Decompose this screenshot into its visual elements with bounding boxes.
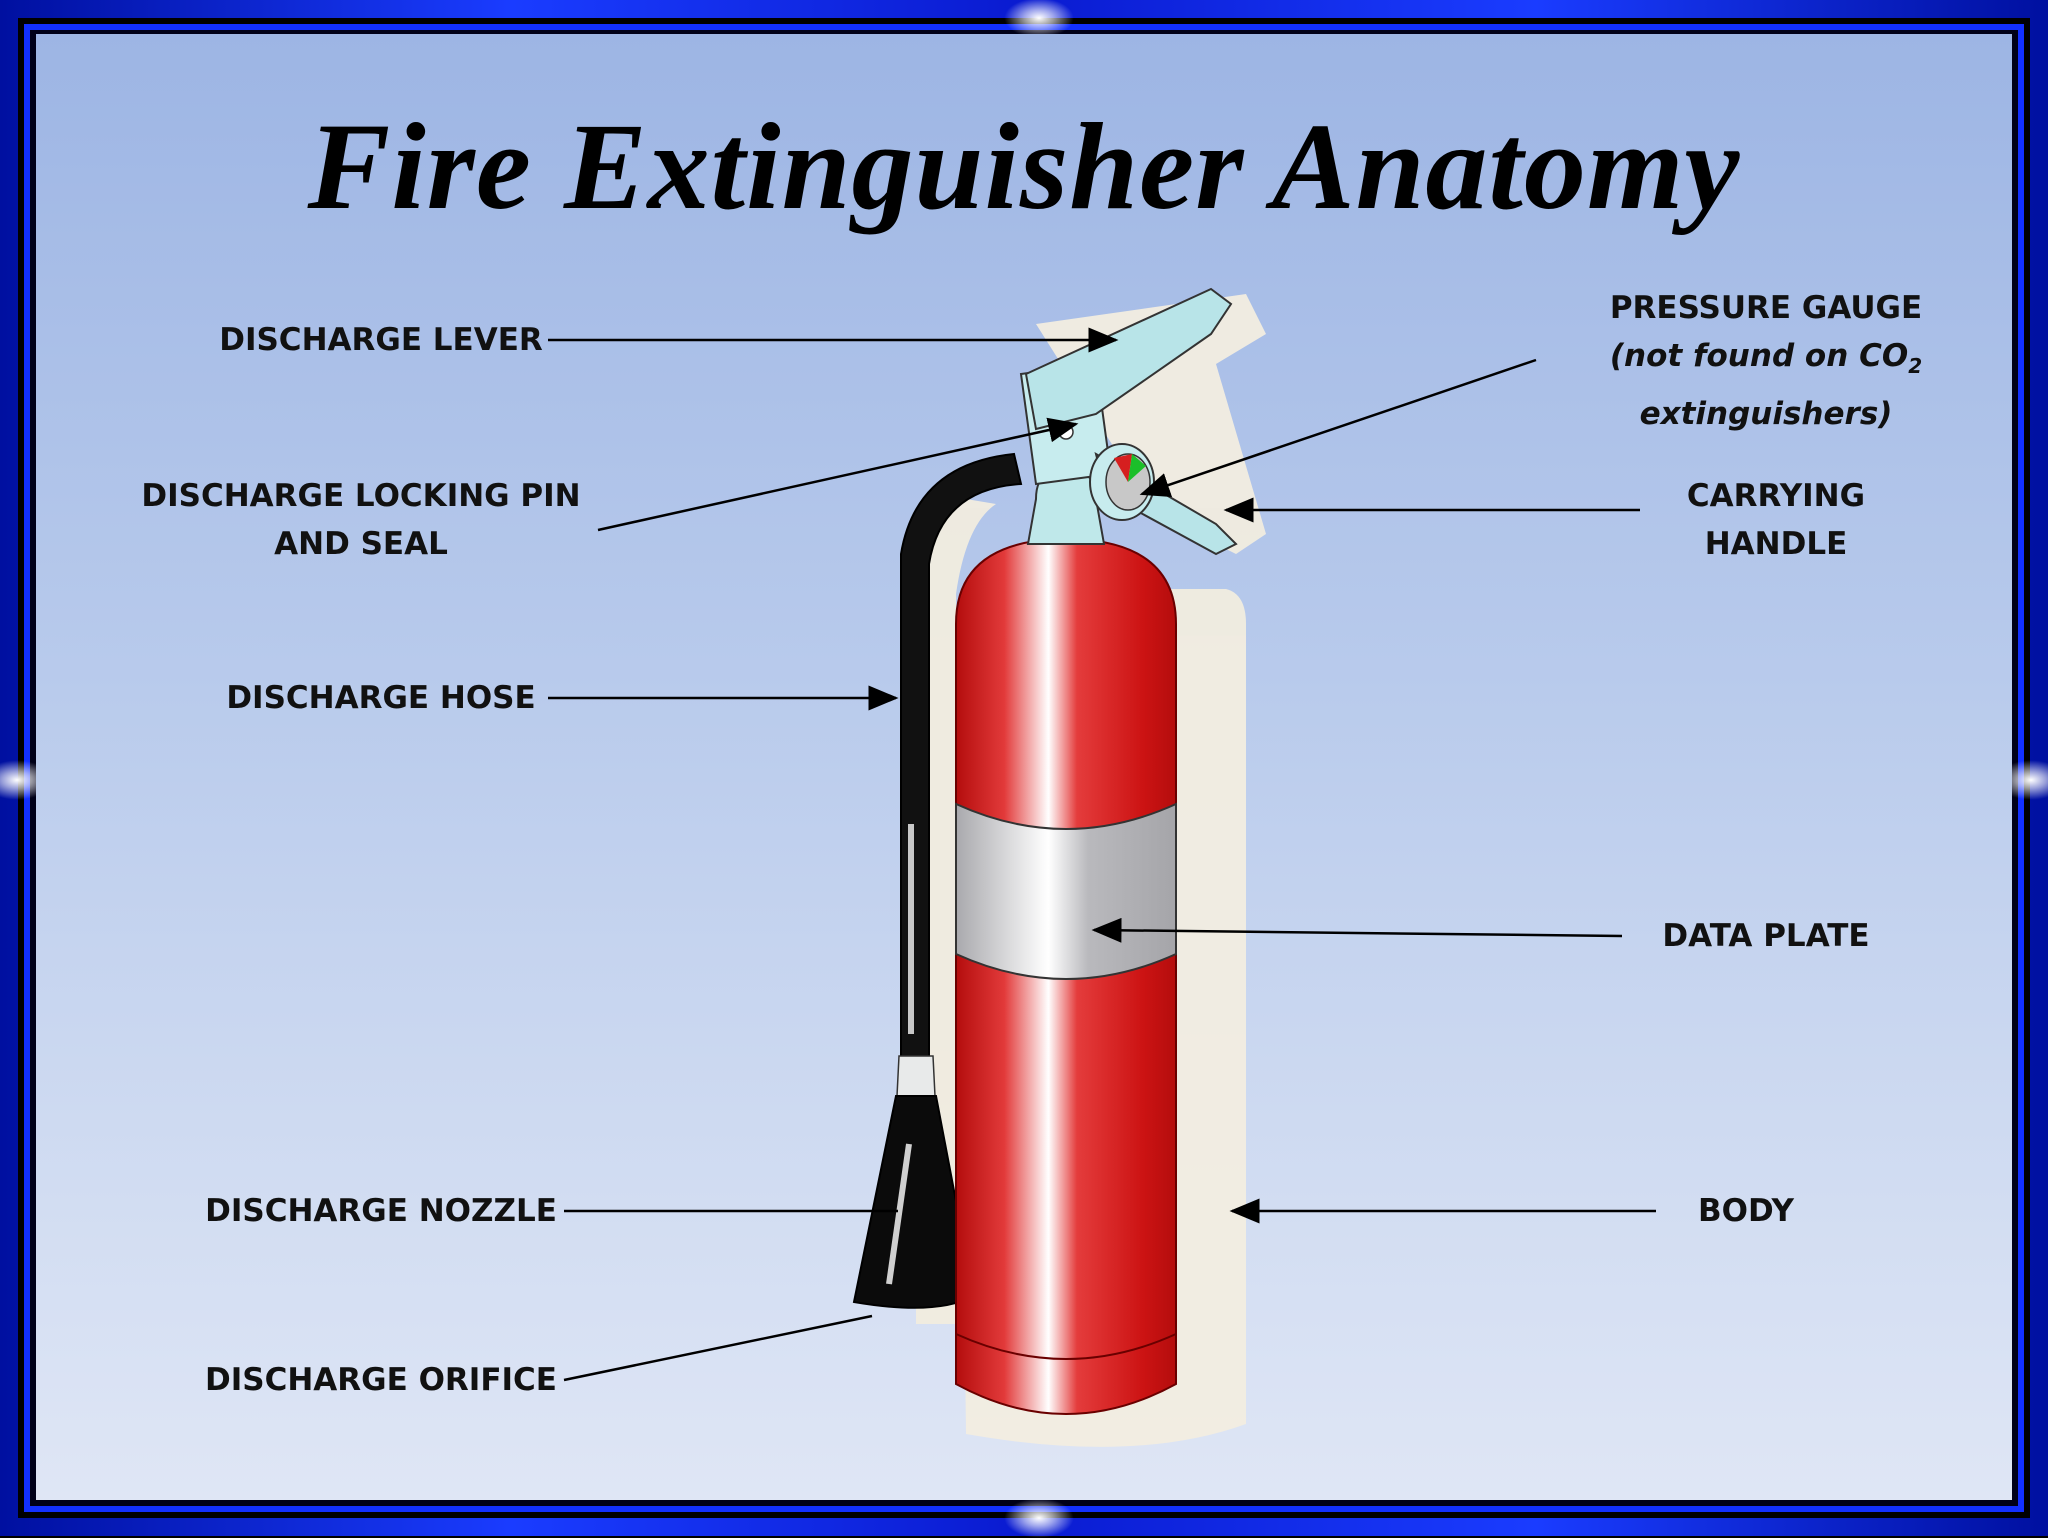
slide: Fire Extinguisher Anatomy <box>36 34 2012 1500</box>
label-locking-pin-line1: DISCHARGE LOCKING PIN <box>141 478 581 514</box>
leader-data-plate <box>1091 917 1623 943</box>
label-carrying-handle-line1: CARRYING <box>1686 478 1866 514</box>
label-pressure-gauge-line3: extinguishers) <box>1639 396 1893 433</box>
leader-discharge-orifice <box>563 1314 873 1382</box>
label-body: BODY <box>1698 1193 1794 1229</box>
label-discharge-hose: DISCHARGE HOSE <box>226 680 536 716</box>
label-pressure-gauge-line2: (not found on CO2 <box>1556 332 1976 390</box>
leader-pressure-gauge <box>1139 358 1537 497</box>
leader-lines <box>548 327 1656 1382</box>
leader-locking-pin <box>597 417 1079 532</box>
label-discharge-orifice: DISCHARGE ORIFICE <box>205 1362 557 1398</box>
label-carrying-handle: CARRYING HANDLE <box>1566 472 1986 568</box>
label-discharge-nozzle: DISCHARGE NOZZLE <box>205 1193 557 1229</box>
frame-glint-bottom <box>1004 1498 1074 1538</box>
label-discharge-lever: DISCHARGE LEVER <box>219 322 543 358</box>
nozzle-highlight <box>886 1143 912 1285</box>
label-locking-pin: DISCHARGE LOCKING PIN AND SEAL <box>126 472 596 568</box>
label-pressure-gauge-text: (not found on CO <box>1609 338 1909 374</box>
label-pressure-gauge: PRESSURE GAUGE (not found on CO2 extingu… <box>1556 284 1976 438</box>
pressure-gauge-shape <box>1089 443 1155 521</box>
discharge-lever-shape <box>1024 287 1233 431</box>
extinguisher-diagram <box>548 287 1656 1447</box>
label-pressure-gauge-line1: PRESSURE GAUGE <box>1609 290 1923 326</box>
label-data-plate: DATA PLATE <box>1662 918 1870 954</box>
hose-ferrule <box>896 1055 936 1097</box>
slide-title: Fire Extinguisher Anatomy <box>307 98 1741 235</box>
body-base-seam <box>955 1333 1177 1360</box>
label-locking-pin-line2: AND SEAL <box>274 526 448 562</box>
data-plate <box>955 802 1177 980</box>
frame-glint-top <box>1004 0 1074 38</box>
label-carrying-handle-line2: HANDLE <box>1704 526 1848 562</box>
label-pressure-gauge-subscript: 2 <box>1908 354 1923 379</box>
